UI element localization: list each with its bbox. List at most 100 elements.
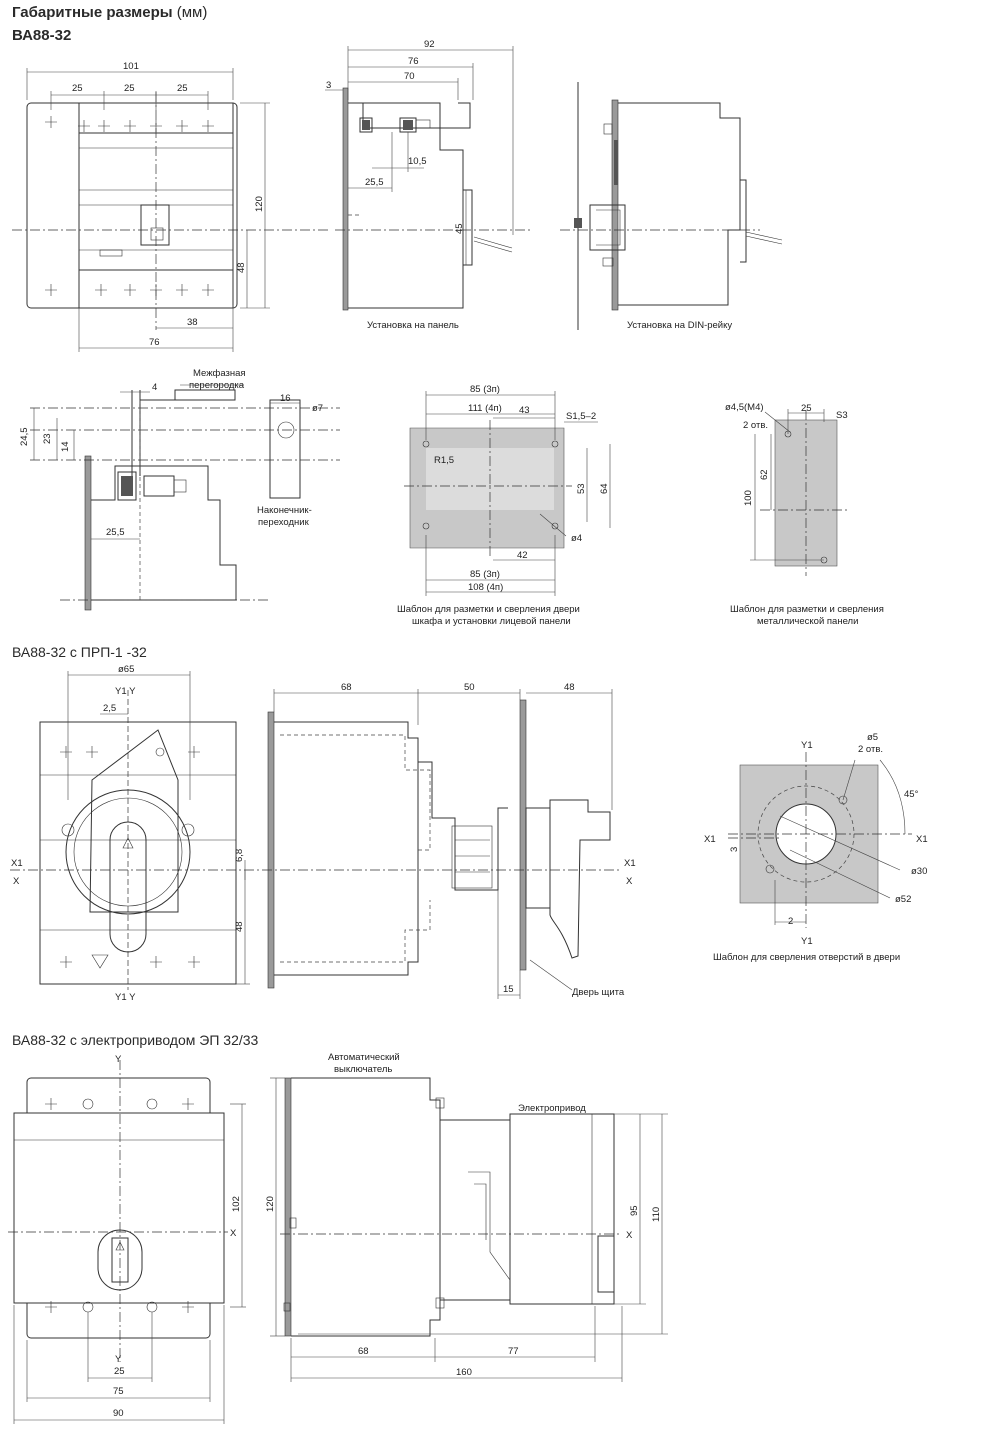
- label-x1-prp-side: X1: [624, 858, 636, 869]
- title-unit: (мм): [176, 4, 208, 21]
- title-main: Габаритные размеры: [12, 4, 173, 21]
- dim-7-diameter: ø7: [312, 403, 323, 414]
- dim-23: 23: [42, 433, 53, 444]
- caption-lug-1: Наконечник-: [257, 505, 312, 516]
- terminal-detail-drawing: [30, 384, 340, 611]
- prp-side-view-drawing: [262, 689, 620, 999]
- dim-14: 14: [60, 441, 71, 452]
- dim-42: 42: [517, 550, 528, 561]
- dim-110: 110: [651, 1207, 662, 1222]
- caption-interphase-2: перегородка: [189, 380, 245, 391]
- dim-45-deg: 45°: [904, 789, 919, 800]
- door-holes-drawing: [728, 752, 912, 928]
- metal-template-drawing: [750, 409, 848, 576]
- dim-65-diameter: ø65: [118, 664, 134, 675]
- dim-90: 90: [113, 1408, 124, 1419]
- dim-2-holes-metal: 2 отв.: [743, 420, 768, 431]
- ep-side-view-drawing: [270, 1077, 668, 1382]
- label-x-prp-side: X: [626, 876, 633, 887]
- dim-120-ep: 120: [265, 1196, 276, 1212]
- label-y-ep-bottom: Y: [115, 1354, 122, 1365]
- caption-interphase-1: Межфазная: [193, 368, 246, 379]
- dim-48: 48: [236, 262, 247, 273]
- caption-breaker-2: выключатель: [334, 1064, 392, 1075]
- caption-cabinet-door: Дверь щита: [572, 987, 625, 998]
- dim-68-ep: 68: [358, 1346, 369, 1357]
- prp-front-view-drawing: [10, 671, 262, 990]
- dim-4-diameter: ø4: [571, 533, 582, 544]
- dim-25c: 25: [177, 83, 188, 94]
- dim-25-ep: 25: [114, 1366, 125, 1377]
- dim-2-holes-offset: 2: [788, 916, 793, 927]
- dim-25-metal: 25: [801, 403, 812, 414]
- side-view-din-drawing: [560, 82, 783, 330]
- dim-r1-5: R1,5: [434, 455, 454, 466]
- dim-s1-5-2: S1,5–2: [566, 411, 596, 422]
- dim-25-5-detail: 25,5: [106, 527, 125, 538]
- dim-75: 75: [113, 1386, 124, 1397]
- dim-16: 16: [280, 393, 291, 404]
- dim-43: 43: [519, 405, 530, 416]
- dim-6-8: 6,8: [234, 849, 245, 862]
- dim-95: 95: [629, 1205, 640, 1216]
- dim-25b: 25: [124, 83, 135, 94]
- label-x-ep-side: X: [626, 1230, 633, 1241]
- caption-door-template-1: Шаблон для разметки и сверления двери: [397, 604, 580, 615]
- dim-s3: S3: [836, 410, 848, 421]
- door-template-drawing: [404, 391, 611, 596]
- dim-160: 160: [456, 1367, 472, 1378]
- label-y1-holes-bottom: Y1: [801, 936, 813, 947]
- dim-15: 15: [503, 984, 514, 995]
- caption-door-holes: Шаблон для сверления отверстий в двери: [713, 952, 900, 963]
- dim-52-diameter: ø52: [895, 894, 911, 905]
- dim-25a: 25: [72, 83, 83, 94]
- side-view-panel-drawing: [325, 46, 530, 311]
- label-x-prp: X: [13, 876, 20, 887]
- dim-25-5: 25,5: [365, 177, 384, 188]
- dim-30-diameter: ø30: [911, 866, 927, 877]
- dim-62: 62: [759, 469, 770, 480]
- dim-45: 45: [454, 223, 465, 234]
- caption-din-mount: Установка на DIN-рейку: [627, 320, 732, 331]
- caption-panel-mount: Установка на панель: [367, 320, 459, 331]
- dim-92: 92: [424, 39, 435, 50]
- section-heading-ep: ВА88-32 с электроприводом ЭП 32/33: [12, 1032, 259, 1048]
- label-x1-holes-right: X1: [916, 834, 928, 845]
- dim-48-prp: 48: [234, 921, 245, 932]
- label-y1-holes-top: Y1: [801, 740, 813, 751]
- caption-metal-template-2: металлической панели: [757, 616, 858, 627]
- caption-metal-template-1: Шаблон для разметки и сверления: [730, 604, 884, 615]
- dim-111-4p: 111 (4п): [468, 403, 502, 414]
- dim-48-prp-side: 48: [564, 682, 575, 693]
- dim-3: 3: [326, 80, 331, 91]
- dim-5-diameter: ø5: [867, 732, 878, 743]
- dim-108-4p: 108 (4п): [468, 582, 503, 593]
- label-y-ep-top: Y: [115, 1054, 122, 1065]
- dim-102: 102: [231, 1196, 242, 1212]
- caption-motor-drive: Электропривод: [518, 1103, 586, 1114]
- section-heading-va88-32: ВА88-32: [12, 27, 72, 44]
- caption-lug-2: переходник: [258, 517, 310, 528]
- dim-77: 77: [508, 1346, 519, 1357]
- dim-120: 120: [254, 196, 265, 212]
- section-heading-prp: ВА88-32 с ПРП-1 -32: [12, 644, 147, 660]
- dim-38: 38: [187, 317, 198, 328]
- dim-76: 76: [149, 337, 160, 348]
- caption-door-template-2: шкафа и установки лицевой панели: [412, 616, 571, 627]
- front-view-drawing: [12, 68, 330, 352]
- dim-3-holes: 3: [729, 847, 740, 852]
- dim-10-5: 10,5: [408, 156, 427, 167]
- dim-24-5: 24,5: [19, 428, 30, 447]
- label-x1-holes-left: X1: [704, 834, 716, 845]
- dim-70: 70: [404, 71, 415, 82]
- ep-front-view-drawing: [8, 1060, 246, 1424]
- dim-100: 100: [743, 490, 754, 506]
- dim-85-3p-bottom: 85 (3п): [470, 569, 500, 580]
- dim-2-5: 2,5: [103, 703, 116, 714]
- dim-50-prp: 50: [464, 682, 475, 693]
- label-y1-y-top: Y1 Y: [115, 686, 136, 697]
- dim-4-5-m4: ø4,5(M4): [725, 402, 764, 413]
- dim-85-3p-top: 85 (3п): [470, 384, 500, 395]
- dim-101: 101: [123, 61, 139, 72]
